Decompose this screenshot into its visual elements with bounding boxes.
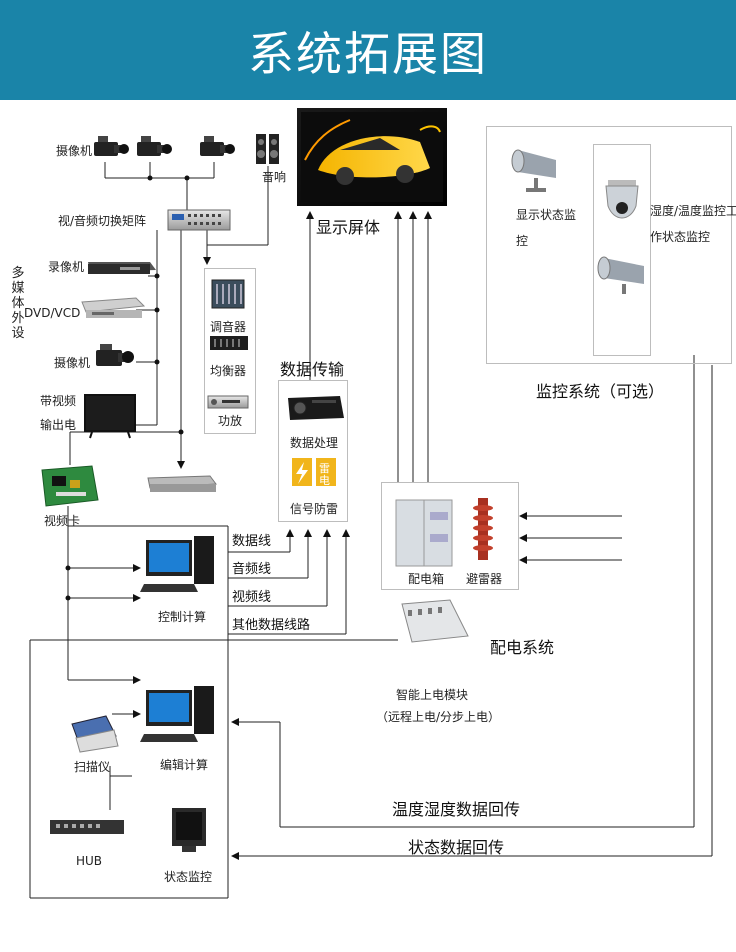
tv-label-1: 带视频 [40,394,77,408]
status-monitor-label: 状态监控 [164,870,213,884]
equalizer-label: 均衡器 [210,364,247,378]
surveillance-status-label-1: 显示状态监 [516,208,577,222]
amplifier-label: 功放 [218,414,243,428]
camera2-label: 摄像机 [54,356,91,370]
surveillance-status-label-2: 控 [516,234,529,248]
header-banner: 系统拓展图 [0,0,736,100]
tv-icon [84,394,136,439]
speaker-label: 音响 [262,170,287,184]
camera-icon [137,136,172,156]
edit-pc-label: 编辑计算 [160,758,209,772]
power-box-icon [395,499,453,567]
hub-icon [50,820,124,834]
surveillance-box [486,126,732,364]
dome-camera-icon [605,180,639,219]
multimedia-label: 多媒体外设 [11,266,25,341]
power-system-label: 配电系统 [490,638,555,657]
lightning-char: 雷 [319,462,330,475]
status-return-label: 状态数据回传 [408,838,505,857]
lightning-protection-icon [292,458,336,486]
media-box-icon [147,475,217,492]
data-transfer-box [278,380,348,522]
smart-power-label-2: （远程上电/分步上电） [376,710,501,724]
arrester-icon [473,498,493,560]
page-title: 系统拓展图 [248,27,488,81]
matrix-label: 视/音频切换矩阵 [58,214,147,228]
screen-label: 显示屏体 [316,218,381,237]
camera-icon [200,136,235,156]
monitor-icon [172,808,206,852]
surveillance-camera-icon [597,256,644,294]
projector-icon [288,396,344,420]
control-pc-label: 控制计算 [158,610,207,624]
speaker-icon [256,134,279,164]
data-transfer-label: 数据传输 [280,360,345,379]
recorder-label: 录像机 [48,260,85,274]
temp-humidity-label-1: 湿度/温度监控工 [650,204,736,218]
display-screen-icon [297,108,447,206]
other-lines-label: 其他数据线路 [232,618,311,633]
camera-icon [96,344,134,366]
surveillance-system-label: 监控系统（可选） [536,382,665,401]
surveillance-camera-icon [511,149,556,192]
video-card-label: 视频卡 [44,514,81,528]
video-card-icon [41,465,99,507]
mixer-label: 调音器 [210,320,247,334]
camera-icon [94,136,129,156]
temp-return-label: 温度湿度数据回传 [392,800,521,819]
signal-protect-label: 信号防雷 [290,502,339,516]
recorder-icon [88,262,156,274]
dvd-player-icon [81,297,146,318]
matrix-switcher-icon [167,209,231,231]
computer-icon [140,536,214,592]
hub-label: HUB [76,854,103,868]
surveillance-inner-box [593,144,651,356]
equalizer-icon [210,336,248,350]
smart-power-label-1: 智能上电模块 [396,688,469,702]
arrester-label: 避雷器 [466,572,503,586]
computer-icon [140,686,214,742]
audio-line-label: 音频线 [232,562,272,577]
dvd-label: DVD/VCD [24,306,81,320]
data-line-label: 数据线 [232,534,272,549]
scanner-icon [71,715,119,753]
video-line-label: 视频线 [232,590,272,605]
scanner-label: 扫描仪 [74,760,111,774]
camera-label: 摄像机 [56,144,93,158]
data-process-label: 数据处理 [290,436,339,450]
tv-label-2: 输出电 [40,418,77,432]
amplifier-icon [207,395,249,409]
smart-power-module-icon [401,599,469,643]
temp-humidity-label-2: 作状态监控 [650,230,711,244]
mixer-icon [211,279,245,309]
power-box-label: 配电箱 [408,572,445,586]
audio-equipment-box [204,268,256,434]
lightning-char: 电 [319,474,330,487]
power-system-box [381,482,519,590]
